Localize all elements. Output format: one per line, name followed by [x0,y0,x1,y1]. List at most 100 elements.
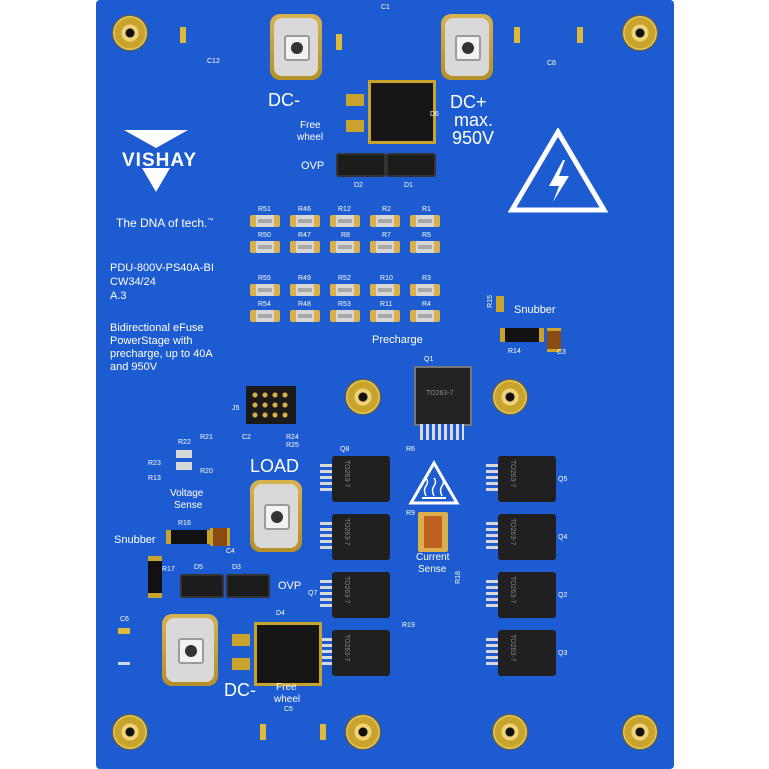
refdes-d6: D6 [430,111,439,118]
resistor [176,462,192,470]
description-line3: precharge, up to 40A [110,348,213,360]
mounting-hole [493,715,527,749]
ovp-top-label: OVP [301,160,325,172]
diode-d1 [386,153,436,177]
refdes-r16: R16 [178,520,191,527]
refdes-r5: R5 [422,232,431,239]
description-line2: PowerStage with [110,335,193,347]
part-number: PDU-800V-PS40A-BI [110,262,214,274]
refdes-r22: R22 [178,439,191,446]
refdes-r13: R13 [148,475,161,482]
current-sense-line2: Sense [418,564,447,575]
refdes-r19: R19 [402,622,415,629]
refdes-c4: C4 [226,548,235,555]
free-wheel-top-line1: Free [300,120,321,131]
high-voltage-warning-icon [508,128,608,213]
dc-minus-bottom-terminal [162,614,218,686]
mounting-hole [493,380,527,414]
refdes-r50: R50 [258,232,271,239]
resistor [370,310,400,322]
snubber-right-label: Snubber [514,304,556,316]
refdes-c5: C5 [284,706,293,713]
shunt-resistor-r9 [418,512,448,552]
dc-minus-top-terminal [270,14,322,80]
diode-d2 [336,153,386,177]
refdes-r14: R14 [508,348,521,355]
calendar-week: CW34/24 [110,276,156,288]
refdes-d4: D4 [276,610,285,617]
resistor [290,241,320,253]
resistor [290,284,320,296]
precharge-label: Precharge [372,334,423,346]
refdes-r6: R6 [406,446,415,453]
refdes-q3: Q3 [558,650,568,657]
voltage-sense-line1: Voltage [170,488,204,499]
mounting-hole [346,380,380,414]
mosfet-q2: TO263-7 [486,572,556,618]
resistor [290,215,320,227]
refdes-q8: Q8 [340,446,350,453]
refdes-r20: R20 [200,468,213,475]
resistor [410,284,440,296]
free-wheel-top-line2: wheel [297,132,324,143]
resistor [370,241,400,253]
capacitor-c4 [210,528,230,546]
refdes-r47: R47 [298,232,311,239]
refdes-c3: C3 [557,349,566,356]
free-wheel-bottom-line2: wheel [274,694,301,705]
refdes-r52: R52 [338,275,351,282]
mounting-hole [623,715,657,749]
pad [346,94,364,106]
refdes-r11: R11 [380,301,393,308]
revision: A.3 [110,290,127,302]
refdes-r2: R2 [382,206,391,213]
load-terminal [250,480,302,552]
pad [232,658,250,670]
free-wheel-bottom-line1: Free [276,682,297,693]
mosfet-leads [420,424,464,440]
capacitor [320,724,326,740]
description-line1: Bidirectional eFuse [110,322,204,334]
resistor [330,310,360,322]
mosfet-q8: TO263-7 [320,456,390,502]
resistor [250,241,280,253]
refdes-q7: Q7 [308,590,318,597]
refdes-r46: R46 [298,206,311,213]
capacitor [180,27,186,43]
resistor [330,215,360,227]
capacitor-c6 [118,628,130,634]
refdes-q1: Q1 [424,356,434,363]
refdes-r24: R24 [286,434,299,441]
capacitor [336,34,342,50]
connector-j5 [246,386,296,424]
refdes-q5: Q5 [558,476,568,483]
refdes-r8: R8 [341,232,350,239]
refdes-r7: R7 [382,232,391,239]
ovp-bottom-label: OVP [278,580,302,592]
mosfet-q6: TO263-7 [320,630,390,676]
refdes-d5: D5 [194,564,203,571]
resistor [330,241,360,253]
refdes-r18: R18 [454,571,462,584]
dc-plus-rating-line1: max. [454,110,494,130]
dc-plus-terminal [441,14,493,80]
refdes-q4: Q4 [558,534,568,541]
mosfet-q7: TO263-7 [320,572,390,618]
capacitor [514,27,520,43]
mounting-hole [623,16,657,50]
resistor-r17 [148,556,162,598]
resistor [410,241,440,253]
vishay-tagline: The DNA of tech.™ [116,216,214,230]
resistor [496,296,504,312]
dc-plus-rating-line2: 950V [452,128,495,148]
refdes-d1: D1 [404,182,413,189]
refdes-r12: R12 [338,206,351,213]
mosfet: TO263-7 [320,514,390,560]
resistor [290,310,320,322]
refdes-r23: R23 [148,460,161,467]
mounting-hole [113,16,147,50]
refdes-r51: R51 [258,206,271,213]
current-sense-line1: Current [416,552,450,563]
vishay-logo [124,130,188,192]
resistor [250,284,280,296]
